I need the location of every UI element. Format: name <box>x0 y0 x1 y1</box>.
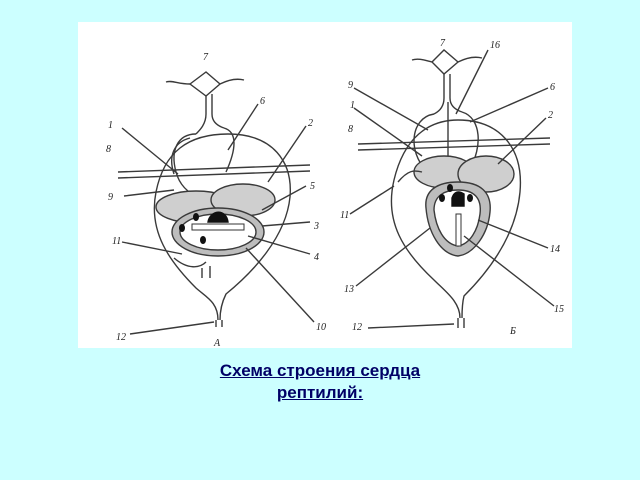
label-a-1: 1 <box>108 120 113 131</box>
caption-line-1: Схема строения сердца <box>219 361 421 380</box>
label-a-2: 2 <box>308 118 313 129</box>
caption-line-2: рептилий: <box>276 383 364 402</box>
label-a-9: 9 <box>108 192 113 203</box>
label-b-9: 9 <box>348 80 353 91</box>
label-a-3: 3 <box>313 221 319 232</box>
label-a-10: 10 <box>316 322 326 333</box>
panel-b-label: Б <box>509 326 516 337</box>
diagram-panel-b <box>349 49 555 329</box>
label-b-7: 7 <box>440 38 446 49</box>
label-b-13: 13 <box>344 284 354 295</box>
figure-caption: Схема строения сердца рептилий: <box>0 360 640 404</box>
label-b-6: 6 <box>550 82 555 93</box>
label-a-8: 8 <box>106 144 111 155</box>
label-a-12: 12 <box>116 332 126 343</box>
label-a-5: 5 <box>310 181 315 192</box>
panel-a-label: А <box>213 338 221 348</box>
heart-diagram: 1 2 3 4 5 6 7 8 9 10 11 12 А 1 2 6 7 8 9… <box>78 22 572 348</box>
label-b-14: 14 <box>550 244 560 255</box>
label-b-15: 15 <box>554 304 564 315</box>
label-b-2: 2 <box>548 110 553 121</box>
label-a-6: 6 <box>260 96 265 107</box>
label-a-11: 11 <box>112 236 121 247</box>
label-b-11: 11 <box>340 210 349 221</box>
diagram-panel-a <box>117 71 315 335</box>
label-b-1: 1 <box>350 100 355 111</box>
label-b-8: 8 <box>348 124 353 135</box>
label-a-7: 7 <box>203 52 209 63</box>
label-b-16: 16 <box>490 40 500 51</box>
label-a-4: 4 <box>314 252 319 263</box>
label-b-12: 12 <box>352 322 362 333</box>
